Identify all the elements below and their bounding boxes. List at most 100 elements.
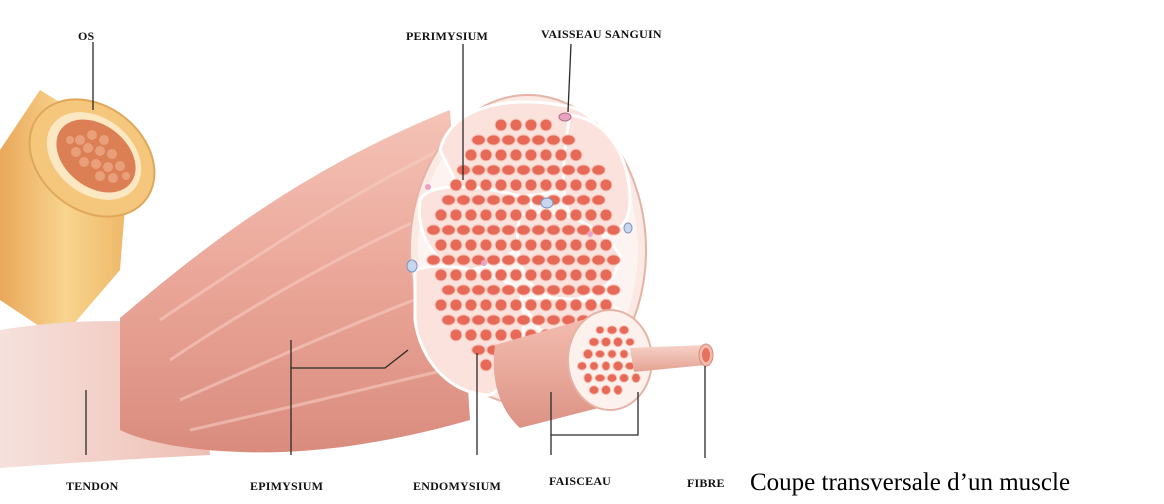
muscle-fiber: [607, 326, 617, 334]
leader-vaisseau: [568, 44, 571, 112]
muscle-fiber: [472, 135, 485, 145]
muscle-fiber: [547, 165, 560, 175]
muscle-fiber: [517, 255, 530, 265]
muscle-fiber: [570, 299, 582, 311]
muscle-fiber: [547, 315, 560, 325]
muscle-fiber: [450, 179, 462, 191]
muscle-fiber: [589, 338, 599, 347]
muscle-fiber: [562, 195, 575, 205]
muscle-fiber: [502, 255, 515, 265]
muscle-fiber: [596, 326, 604, 334]
muscle-fiber: [590, 362, 599, 371]
muscle-fiber: [510, 239, 522, 251]
muscle-fiber: [577, 285, 590, 295]
muscle-fiber: [502, 135, 515, 145]
muscle-fiber: [525, 209, 537, 221]
label-os: OS: [78, 29, 95, 43]
muscle-fiber: [585, 209, 597, 221]
muscle-fiber: [442, 225, 455, 235]
muscle-fiber: [607, 374, 617, 382]
muscle-fiber: [487, 195, 500, 205]
muscle-fiber: [525, 269, 537, 281]
muscle-fiber: [577, 362, 586, 370]
muscle-fiber: [487, 165, 500, 175]
muscle-fiber: [600, 269, 612, 281]
muscle-fiber: [532, 255, 545, 265]
muscle-fiber: [450, 209, 462, 221]
muscle-fiber: [472, 225, 485, 235]
muscle-fiber: [465, 269, 477, 281]
muscle-fiber: [480, 269, 492, 281]
muscle-fiber: [465, 209, 477, 221]
muscle-fiber: [562, 285, 575, 295]
muscle-fiber: [487, 255, 500, 265]
muscle-fiber: [525, 239, 537, 251]
muscle-fiber: [585, 269, 597, 281]
muscle-fiber: [480, 149, 492, 161]
muscle-fiber: [517, 165, 530, 175]
muscle-fiber: [465, 149, 477, 161]
muscle-fiber: [547, 135, 560, 145]
muscle-fiber: [487, 315, 500, 325]
muscle-fiber: [570, 149, 582, 161]
label-fibre: FIBRE: [687, 476, 725, 490]
muscle-fiber: [457, 255, 470, 265]
muscle-fiber: [562, 255, 575, 265]
muscle-fiber: [540, 209, 552, 221]
muscle-fiber: [555, 149, 567, 161]
muscle-fiber: [502, 165, 515, 175]
muscle-fiber: [577, 255, 590, 265]
muscle-fiber: [510, 149, 522, 161]
muscle-fiber: [510, 209, 522, 221]
muscle-fiber: [495, 269, 507, 281]
muscle-fiber: [442, 255, 455, 265]
muscle-fiber: [532, 225, 545, 235]
muscle-fiber: [495, 239, 507, 251]
muscle-fiber: [570, 269, 582, 281]
muscle-fiber: [517, 225, 530, 235]
muscle-fiber: [540, 269, 552, 281]
muscle-fiber: [427, 225, 440, 235]
muscle-fiber: [592, 255, 605, 265]
muscle-fiber: [562, 165, 575, 175]
muscle-fiber: [517, 195, 530, 205]
muscle-fiber: [619, 326, 629, 335]
label-perimysium: PERIMYSIUM: [406, 29, 488, 43]
muscle-fiber: [502, 195, 515, 205]
muscle-fiber: [480, 209, 492, 221]
muscle-fiber: [570, 239, 582, 251]
muscle-fiber: [510, 119, 522, 131]
muscle-fiber: [435, 239, 447, 251]
muscle-fiber: [600, 209, 612, 221]
muscle-fiber: [626, 338, 635, 346]
muscle-fiber: [487, 225, 500, 235]
muscle-fiber: [607, 285, 620, 295]
muscle-fiber: [435, 269, 447, 281]
muscle-fiber: [595, 374, 605, 382]
muscle-fiber: [472, 315, 485, 325]
muscle-fiber: [465, 239, 477, 251]
muscle-fiber: [577, 195, 590, 205]
muscle-fiber: [517, 285, 530, 295]
fibre-cylinder: [630, 344, 713, 372]
muscle-fiber: [480, 329, 492, 341]
muscle-fiber: [517, 135, 530, 145]
muscle-fiber: [619, 374, 628, 383]
muscle-fiber: [442, 315, 455, 325]
muscle-fiber: [435, 299, 447, 311]
muscle-fiber: [592, 195, 605, 205]
muscle-fiber: [592, 225, 605, 235]
muscle-fiber: [570, 179, 582, 191]
muscle-fiber: [540, 149, 552, 161]
muscle-fiber: [480, 239, 492, 251]
muscle-fiber: [607, 225, 620, 235]
muscle-fiber: [540, 239, 552, 251]
muscle-fiber: [570, 209, 582, 221]
muscle-fiber: [457, 315, 470, 325]
muscle-fiber: [495, 119, 507, 131]
muscle-fiber: [472, 345, 485, 355]
muscle-fiber: [450, 269, 462, 281]
muscle-fiber: [601, 337, 611, 346]
muscle-fiber: [540, 299, 552, 311]
muscle-fiber: [620, 350, 628, 359]
